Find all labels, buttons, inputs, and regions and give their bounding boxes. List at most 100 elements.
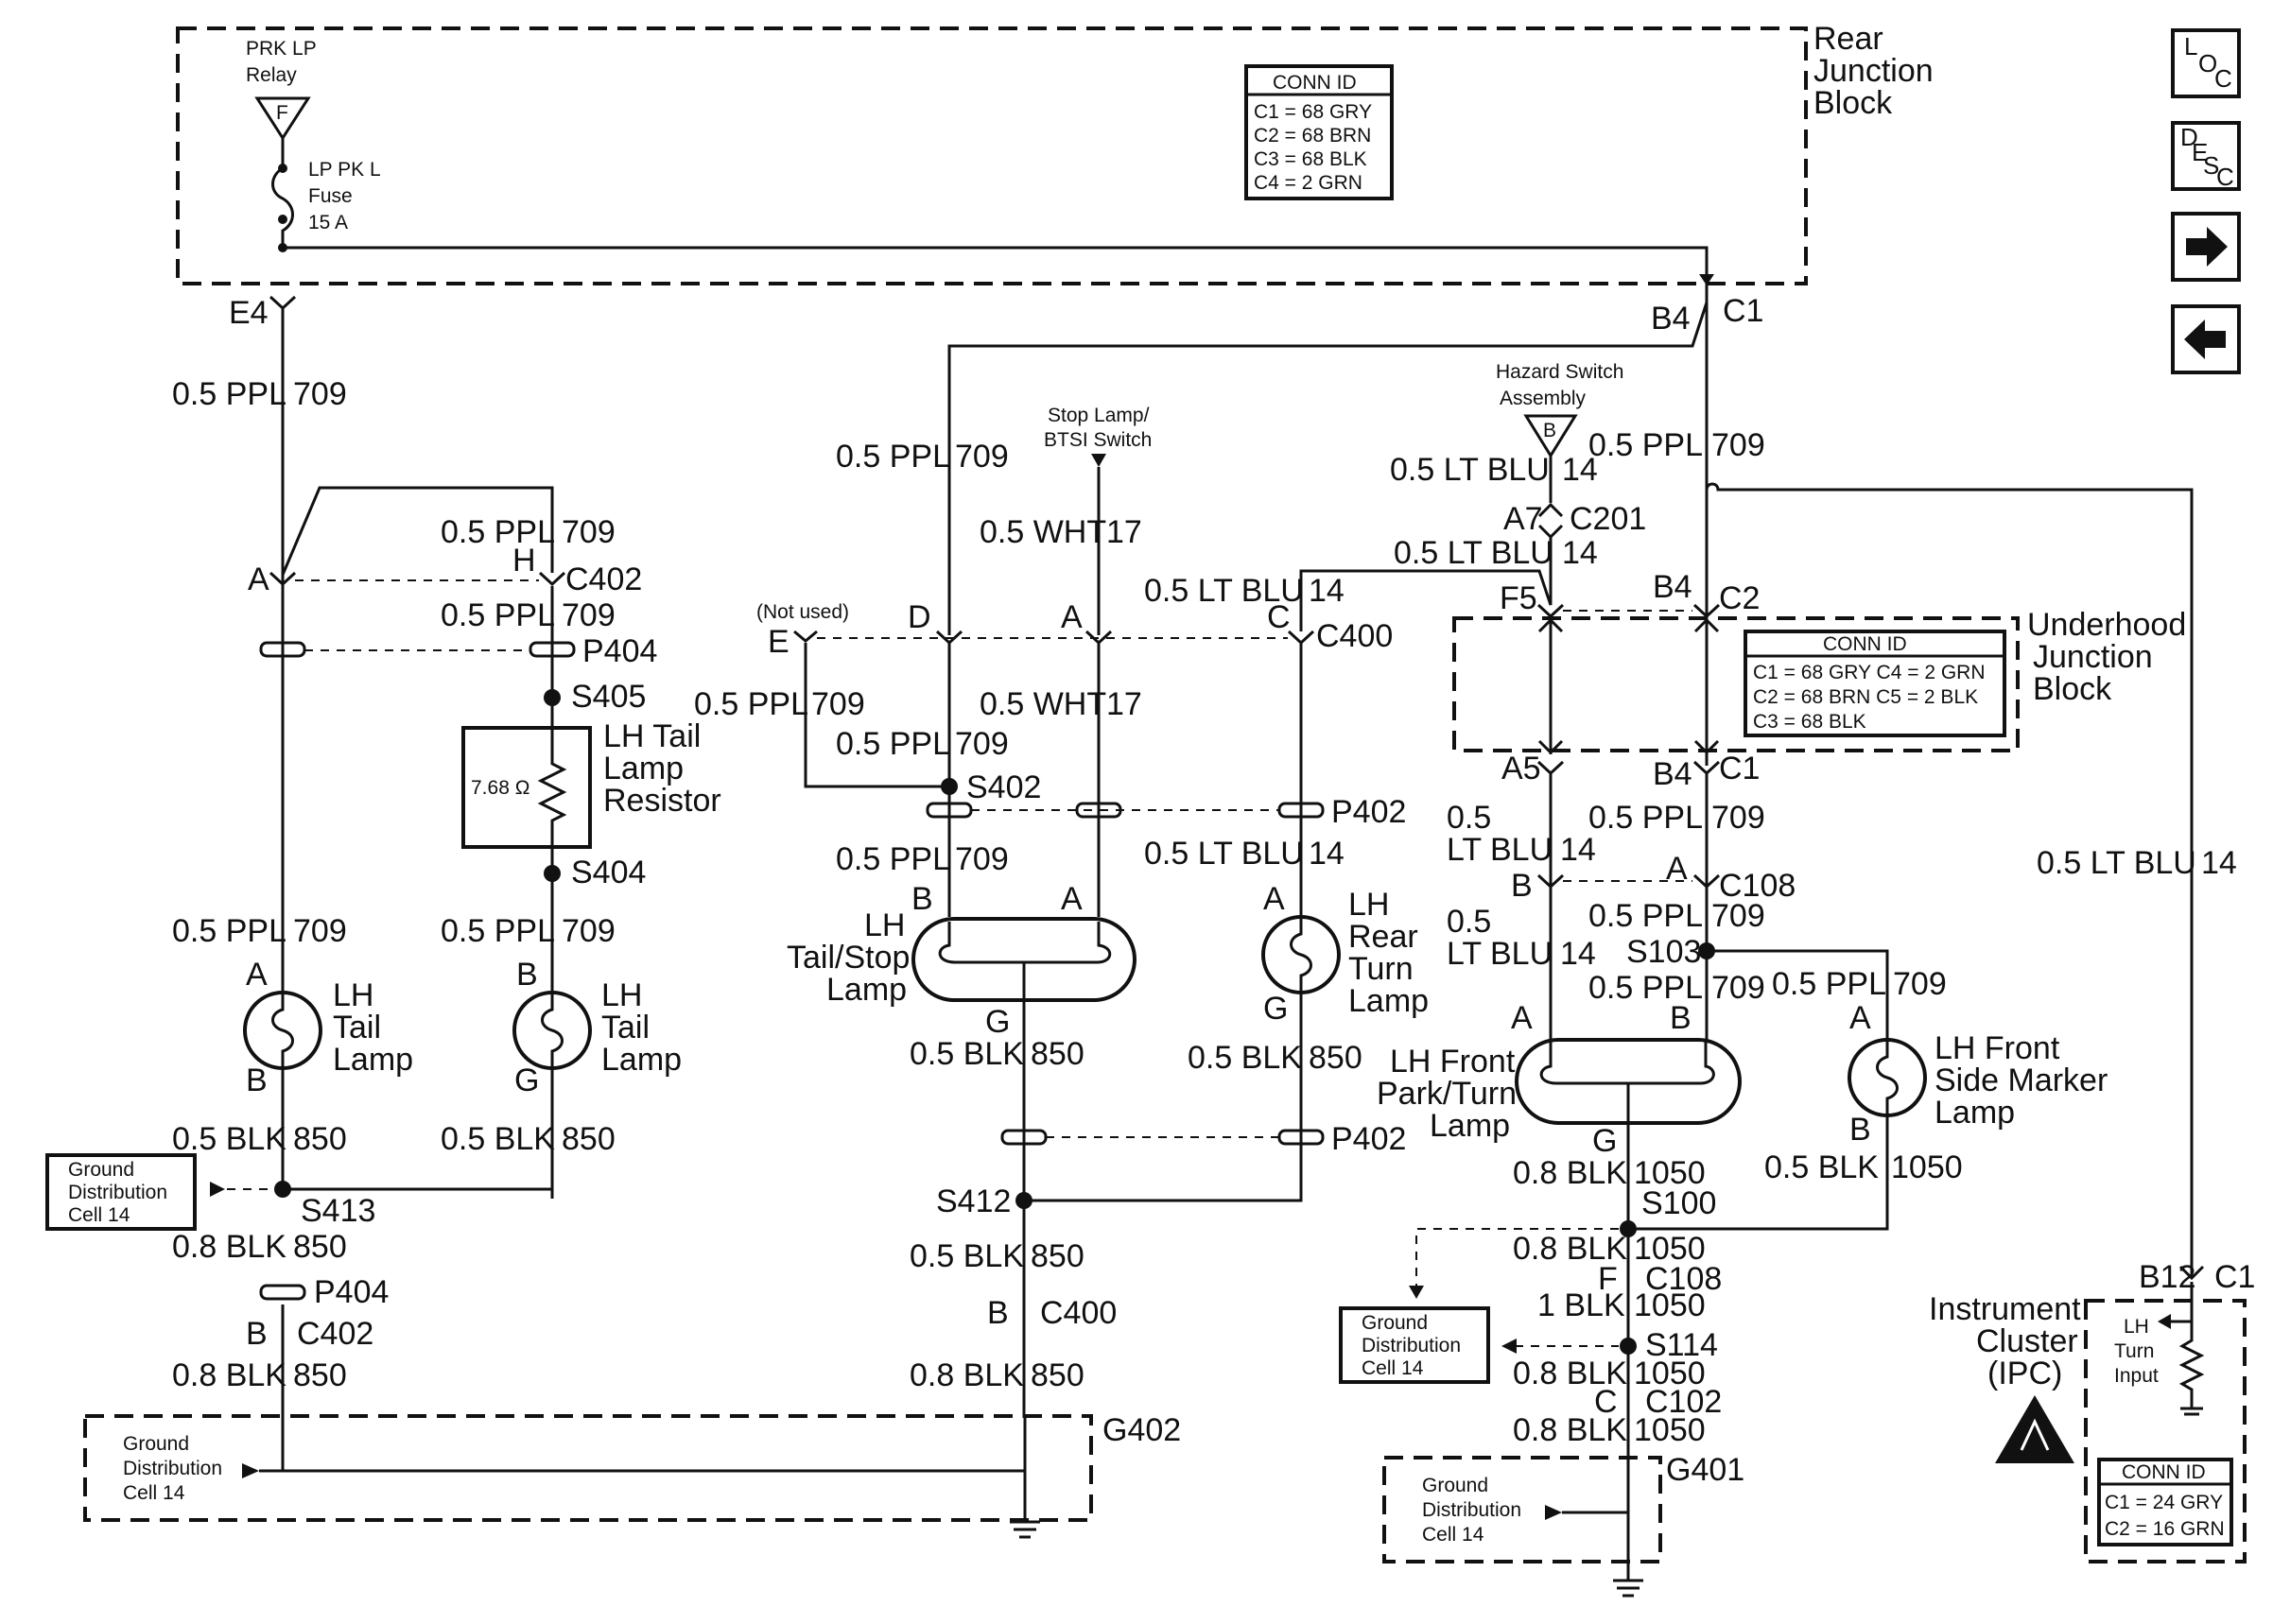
svg-text:0.5 LT BLU: 0.5 LT BLU (1390, 452, 1550, 488)
svg-text:LH: LH (1348, 887, 1389, 923)
svg-text:S404: S404 (571, 855, 646, 890)
svg-text:709: 709 (955, 726, 1009, 762)
svg-text:Tail/Stop: Tail/Stop (787, 940, 910, 976)
svg-text:Lamp: Lamp (603, 751, 684, 786)
svg-text:C1 = 68 GRY C4 = 2 GRN: C1 = 68 GRY C4 = 2 GRN (1753, 662, 1986, 683)
svg-text:0.5 BLK: 0.5 BLK (172, 1121, 286, 1157)
svg-text:B: B (246, 1063, 268, 1098)
svg-text:G: G (1592, 1123, 1617, 1159)
svg-text:1050: 1050 (1634, 1287, 1706, 1323)
svg-text:Input: Input (2114, 1365, 2159, 1387)
svg-text:L: L (2184, 32, 2197, 60)
svg-text:Ground: Ground (1422, 1475, 1488, 1496)
svg-text:0.8 BLK: 0.8 BLK (1513, 1155, 1627, 1191)
arrow-left-icon (2184, 320, 2226, 359)
svg-text:Cell 14: Cell 14 (1422, 1524, 1484, 1546)
svg-text:S: S (2203, 151, 2219, 180)
svg-text:A: A (1061, 881, 1083, 917)
svg-text:0.5 LT BLU: 0.5 LT BLU (1144, 573, 1304, 609)
svg-text:Assembly: Assembly (1500, 388, 1587, 409)
rear-junction-block (176, 26, 1808, 285)
svg-text:B: B (516, 957, 538, 993)
fuse-icon (271, 138, 294, 248)
svg-text:17: 17 (1106, 514, 1142, 550)
loc-button[interactable]: LOC (2171, 28, 2241, 98)
svg-text:0.5 WHT: 0.5 WHT (980, 514, 1106, 550)
svg-text:0.5 PPL: 0.5 PPL (836, 841, 950, 877)
svg-text:C2 = 68 BRN: C2 = 68 BRN (1254, 125, 1371, 147)
forward-arrow-button[interactable] (2171, 212, 2241, 282)
back-arrow-button[interactable] (2171, 304, 2241, 374)
svg-text:C108: C108 (1719, 868, 1796, 904)
svg-text:Distribution: Distribution (1422, 1499, 1521, 1521)
conn-c402: C402 (565, 561, 642, 597)
svg-text:Rear: Rear (1348, 919, 1418, 955)
svg-text:(Not used): (Not used) (756, 601, 849, 623)
ipc-conn-id-table: CONN ID C1 = 24 GRY C2 = 16 GRN (2097, 1458, 2233, 1546)
fuse-label-2: Fuse (308, 185, 353, 207)
svg-text:F: F (276, 102, 288, 124)
ground-g402-box (83, 1414, 1093, 1522)
svg-text:Block: Block (2033, 671, 2112, 707)
svg-text:0.5 PPL: 0.5 PPL (172, 376, 286, 412)
svg-text:Park/Turn: Park/Turn (1377, 1076, 1517, 1112)
svg-text:O: O (2198, 49, 2217, 78)
svg-text:(IPC): (IPC) (1987, 1356, 2062, 1391)
lh-rear-turn-lamp (1261, 915, 1341, 994)
lh-front-side-marker-lamp (1848, 1038, 1927, 1117)
svg-text:Hazard Switch: Hazard Switch (1496, 361, 1623, 383)
svg-text:E: E (768, 624, 789, 660)
fuse-label-1: LP PK L (308, 159, 381, 181)
svg-text:709: 709 (1711, 427, 1765, 463)
rear-junction-label-2: Junction (1813, 53, 1934, 89)
svg-text:0.5: 0.5 (1447, 800, 1491, 836)
svg-text:0.5 BLK: 0.5 BLK (910, 1036, 1024, 1072)
svg-text:LH Front: LH Front (1390, 1044, 1516, 1080)
svg-text:LH Front: LH Front (1935, 1030, 2060, 1066)
svg-text:G402: G402 (1102, 1412, 1181, 1448)
svg-text:G: G (1263, 991, 1288, 1027)
prk-relay-label-1: PRK LP (246, 38, 317, 60)
svg-text:7.68 Ω: 7.68 Ω (471, 777, 529, 799)
svg-text:B4: B4 (1653, 569, 1692, 605)
ground-symbol-g401 (1613, 1579, 1643, 1598)
svg-text:C400: C400 (1040, 1295, 1117, 1331)
ground-ref-box-2: Ground Distribution Cell 14 (1339, 1306, 1490, 1384)
svg-text:P404: P404 (314, 1274, 389, 1310)
underhood-junction-block (1452, 616, 2020, 752)
svg-text:A: A (248, 561, 269, 597)
svg-text:Tail: Tail (333, 1010, 381, 1045)
svg-text:C108: C108 (1645, 1261, 1722, 1297)
svg-text:LT BLU: LT BLU (1447, 832, 1553, 868)
esd-warning-icon (1995, 1395, 2074, 1463)
svg-text:0.5 PPL: 0.5 PPL (836, 439, 950, 475)
svg-text:1 BLK: 1 BLK (1537, 1287, 1625, 1323)
svg-text:0.5 PPL: 0.5 PPL (441, 514, 555, 550)
svg-text:Distribution: Distribution (123, 1458, 222, 1479)
svg-text:709: 709 (811, 686, 865, 722)
conn-e4: E4 (229, 295, 269, 331)
svg-text:A: A (1511, 1000, 1533, 1036)
svg-text:1050: 1050 (1634, 1155, 1706, 1191)
svg-text:B: B (1511, 868, 1533, 904)
svg-text:B: B (911, 881, 933, 917)
svg-text:850: 850 (293, 1121, 347, 1157)
svg-text:0.5 PPL: 0.5 PPL (1588, 427, 1703, 463)
svg-text:C102: C102 (1645, 1384, 1722, 1420)
svg-text:709: 709 (955, 439, 1009, 475)
svg-text:850: 850 (1031, 1238, 1084, 1274)
svg-text:B: B (1543, 420, 1556, 441)
rear-conn-id-table: CONN ID C1 = 68 GRY C2 = 68 BRN C3 = 68 … (1244, 64, 1394, 200)
svg-text:0.8 BLK: 0.8 BLK (910, 1357, 1024, 1393)
svg-text:0.5 BLK: 0.5 BLK (910, 1238, 1024, 1274)
svg-text:B12: B12 (2139, 1259, 2196, 1295)
svg-text:709: 709 (562, 913, 616, 949)
svg-text:Side Marker: Side Marker (1935, 1063, 2108, 1098)
svg-text:CONN ID: CONN ID (2122, 1461, 2206, 1483)
svg-text:Instrument: Instrument (1929, 1291, 2081, 1327)
svg-text:Junction: Junction (2033, 639, 2153, 675)
svg-text:F5: F5 (1500, 580, 1537, 616)
svg-text:Turn: Turn (2114, 1340, 2154, 1362)
svg-text:Cell 14: Cell 14 (68, 1204, 130, 1226)
